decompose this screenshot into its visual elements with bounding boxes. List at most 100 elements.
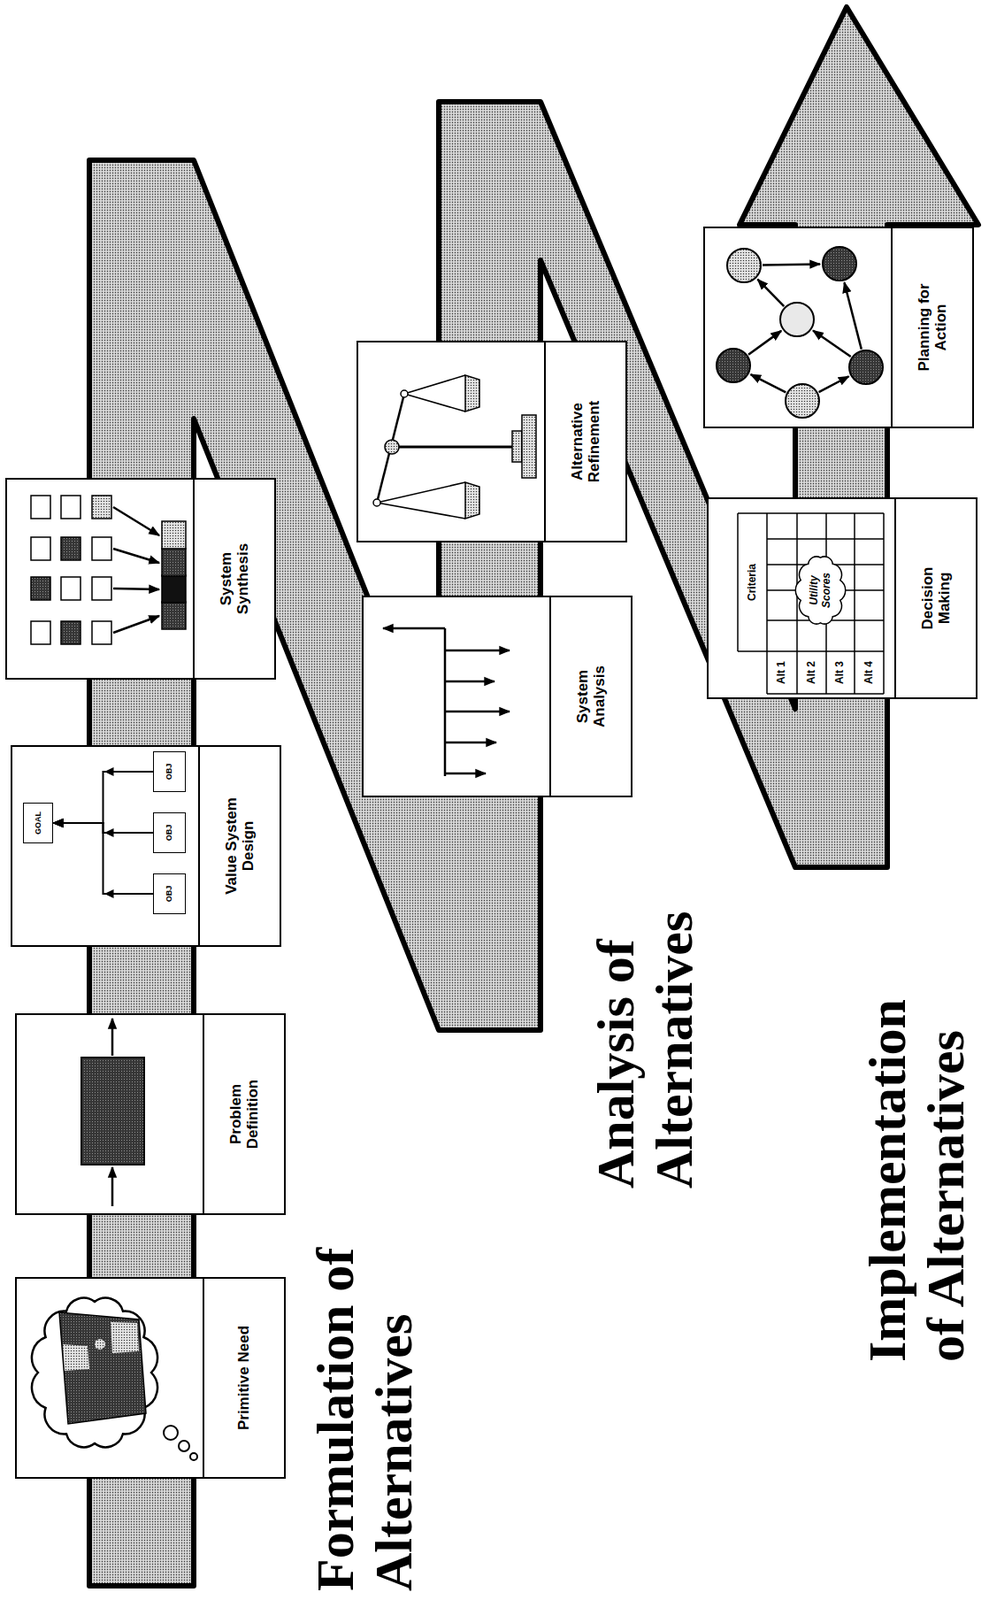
component-cell	[30, 495, 51, 519]
pan-string	[404, 375, 466, 412]
thought-bubble	[178, 1440, 190, 1451]
stage-box: Value System Design GOAL OBJ OBJ OBJ	[10, 744, 282, 947]
activity-circle	[727, 248, 761, 283]
node-text: Utility Scores	[808, 562, 833, 618]
activity-circle	[780, 302, 814, 337]
label-strip: Alternative Refinement	[544, 342, 626, 541]
system-segment	[161, 575, 186, 603]
component-cell	[92, 495, 112, 519]
thought-cloud	[31, 1297, 158, 1448]
black-box	[81, 1057, 145, 1165]
stage-illustration	[16, 1279, 202, 1477]
phase-label: Formulation of Alternatives	[306, 1201, 423, 1591]
node-text: OBJ	[164, 885, 174, 903]
input-arrow	[111, 1166, 115, 1206]
table-rule	[853, 513, 856, 694]
node-text: Decision Making	[919, 544, 953, 652]
table-cell: Criteria	[737, 513, 767, 652]
branch-arrowhead	[104, 766, 115, 776]
activity-circle	[785, 383, 820, 418]
puzzle-piece	[110, 1321, 139, 1353]
node-text: GOAL	[33, 811, 43, 835]
output-arrow	[111, 1018, 115, 1056]
component-cell	[61, 576, 81, 600]
stage-box: Alternative Refinement	[356, 340, 628, 543]
stage-box: System Synthesis	[5, 477, 276, 680]
stage-box: Decision Making Utility Scores CriteriaAlt…	[706, 497, 978, 699]
label-strip: System Analysis	[549, 597, 631, 796]
value-box: OBJ	[153, 751, 186, 792]
puzzle-picture	[59, 1311, 146, 1424]
plan-arrow	[843, 282, 861, 349]
table-rule	[766, 513, 768, 694]
activity-circle	[716, 348, 751, 383]
component-cell	[61, 621, 81, 644]
node-text: Primitive Need	[235, 1311, 253, 1444]
system-segment	[161, 601, 186, 629]
puzzle-piece	[62, 1343, 90, 1371]
value-box: OBJ	[153, 812, 186, 853]
analysis-arrow	[444, 649, 510, 652]
table-rule	[737, 650, 884, 652]
beam-end	[400, 390, 408, 398]
balance-foot	[512, 430, 522, 462]
thought-bubble	[190, 1452, 198, 1460]
node-text: Value System Design	[222, 792, 257, 899]
plan-arrow	[819, 375, 850, 392]
balance-pan	[465, 482, 480, 519]
table-rule	[796, 513, 798, 694]
table-cell: Alt 3	[826, 651, 855, 694]
stage-illustration	[358, 343, 544, 541]
node-text: System Analysis	[574, 643, 608, 750]
label-strip: Value System Design	[198, 746, 280, 945]
stage-illustration	[16, 1015, 202, 1213]
stage-box: System Analysis	[361, 595, 633, 798]
label-strip: Primitive Need	[202, 1278, 284, 1477]
activity-circle	[822, 246, 857, 281]
cell-text: Criteria	[746, 563, 759, 601]
component-cell	[30, 621, 51, 644]
synthesis-arrow	[113, 615, 160, 633]
plan-arrow	[757, 279, 784, 307]
tree-connector	[53, 771, 154, 823]
component-cell	[30, 576, 51, 600]
stage-illustration	[705, 229, 890, 427]
analysis-arrow	[444, 741, 497, 744]
synthesis-arrow	[113, 548, 160, 563]
table-cell: Alt 2	[797, 651, 827, 694]
node-text: Problem Definition	[227, 1060, 261, 1167]
table-cell: Alt 4	[854, 651, 884, 694]
system-segment	[161, 521, 186, 549]
table-rule	[882, 513, 885, 694]
component-cell	[61, 536, 81, 560]
phase-label: Analysis of Alternatives	[586, 851, 704, 1189]
node-text: System Synthesis	[217, 525, 252, 632]
component-cell	[30, 536, 51, 560]
synthesis-arrow	[113, 588, 160, 590]
component-cell	[92, 536, 112, 560]
branch-arrowhead	[104, 828, 115, 837]
balance-pan	[465, 375, 480, 412]
node-text: OBJ	[164, 763, 174, 781]
phase-title: Formulation of Alternatives	[306, 1201, 423, 1591]
cloud-shape	[795, 556, 845, 624]
plan-arrow	[751, 374, 787, 392]
table-cell: Alt 1	[766, 651, 798, 694]
phase-label: Implementation of Alternatives	[858, 972, 975, 1362]
plan-arrow	[812, 330, 851, 358]
component-cell	[92, 621, 112, 644]
stage-box: Primitive Need	[15, 1276, 286, 1479]
branch-arrowhead	[104, 889, 115, 898]
system-segment	[161, 548, 186, 576]
puzzle-knob	[94, 1338, 106, 1350]
value-box: GOAL	[23, 802, 54, 844]
balance-post	[393, 445, 516, 449]
component-cell	[92, 576, 112, 600]
plan-arrow	[748, 330, 782, 355]
analysis-arrow	[444, 772, 486, 775]
cell-text: Alt 2	[805, 660, 818, 684]
stage-box: Problem Definition	[15, 1012, 286, 1215]
analysis-arrow	[444, 680, 495, 683]
